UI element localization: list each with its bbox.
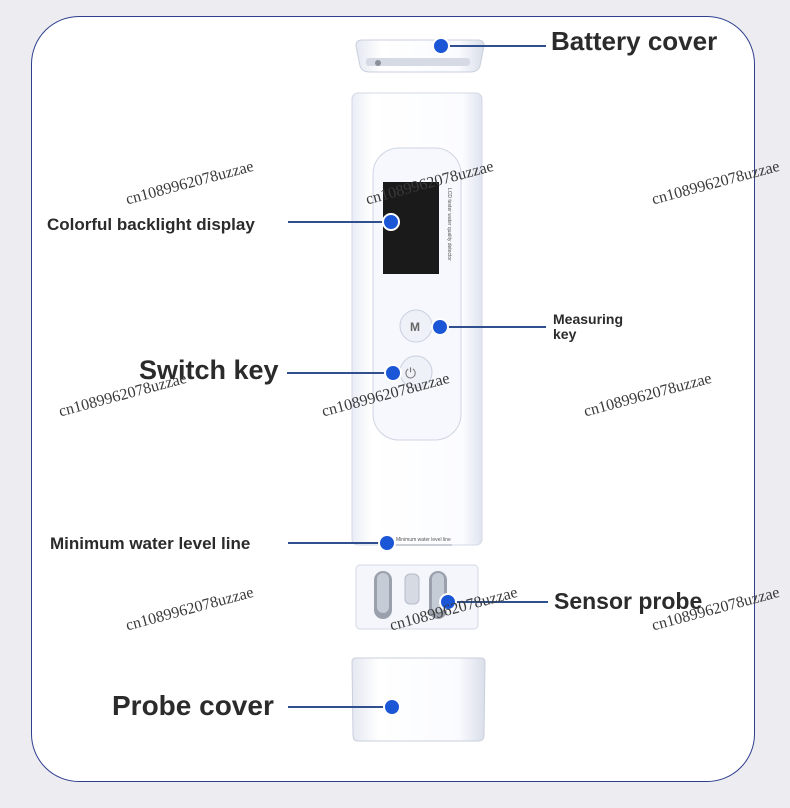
measuring-key-m: M [410,320,420,334]
dot-measuring-key [431,318,449,336]
dot-sensor-probe [439,593,457,611]
leader-lines [287,45,548,708]
label-measuring-key: Measuring key [553,312,623,342]
measuring-key: M [399,309,433,343]
power-icon: ⏻ [405,366,416,382]
dot-display [382,213,400,231]
device-vertical-text: LCD tester water quality detector [446,188,452,261]
dot-probe-cover [383,698,401,716]
label-switch-key: Switch key [139,355,279,385]
label-measuring-key-line2: key [553,326,577,342]
probe-cover [351,657,486,742]
dot-switch-key [384,364,402,382]
water-level-text: Minimum water level line [396,537,451,543]
label-minimum-water-level-line: Minimum water level line [50,534,251,553]
label-sensor-probe: Sensor probe [554,588,703,614]
dot-water-level [378,534,396,552]
label-battery-cover: Battery cover [551,26,718,56]
sensor-probe [355,564,479,630]
battery-cover [355,39,485,73]
dot-battery-cover [432,37,450,55]
callout-dots [378,37,457,716]
label-measuring-key-line1: Measuring [553,311,624,327]
label-colorful-backlight-display: Colorful backlight display [47,215,255,234]
label-probe-cover: Probe cover [112,690,274,721]
